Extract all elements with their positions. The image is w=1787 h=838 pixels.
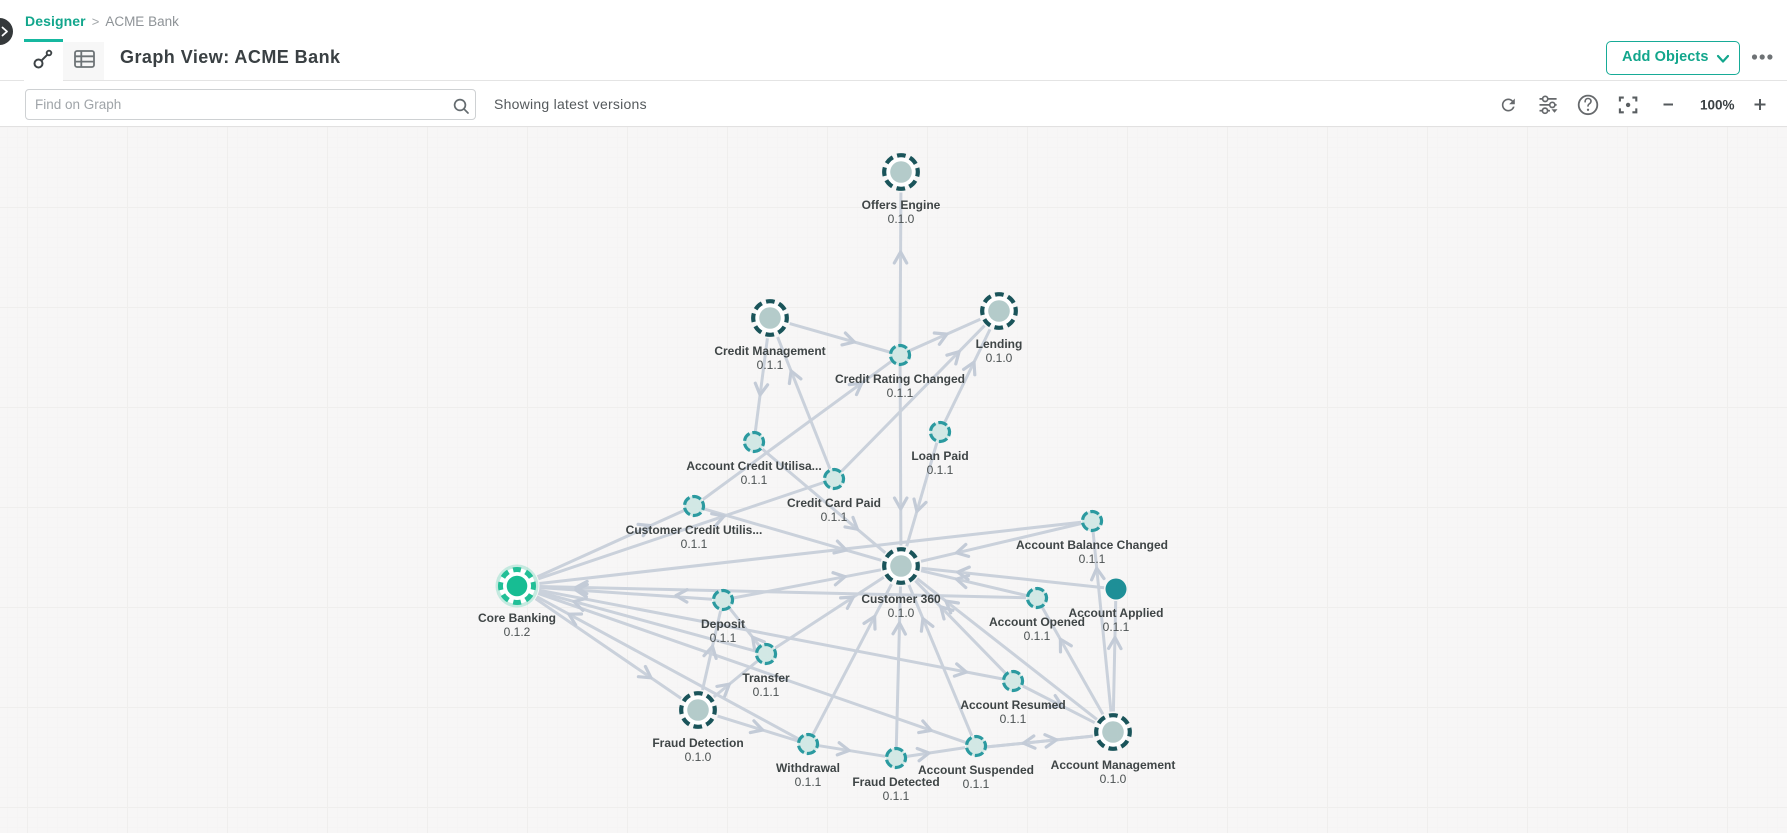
svg-text:Account Resumed: Account Resumed: [960, 698, 1065, 712]
svg-text:0.1.1: 0.1.1: [757, 358, 784, 372]
svg-text:0.1.1: 0.1.1: [710, 631, 737, 645]
svg-text:0.1.1: 0.1.1: [753, 685, 780, 699]
svg-text:Transfer: Transfer: [742, 671, 790, 685]
svg-text:Core Banking: Core Banking: [478, 611, 556, 625]
svg-text:0.1.1: 0.1.1: [883, 789, 910, 803]
svg-text:Withdrawal: Withdrawal: [776, 761, 840, 775]
svg-text:0.1.2: 0.1.2: [504, 625, 531, 639]
svg-text:Customer 360: Customer 360: [861, 592, 941, 606]
svg-text:Loan Paid: Loan Paid: [911, 449, 968, 463]
svg-text:Credit Rating Changed: Credit Rating Changed: [835, 372, 965, 386]
svg-text:Credit Card Paid: Credit Card Paid: [787, 496, 881, 510]
svg-text:0.1.0: 0.1.0: [986, 351, 1013, 365]
svg-text:0.1.1: 0.1.1: [741, 473, 768, 487]
svg-text:0.1.1: 0.1.1: [1103, 620, 1130, 634]
svg-text:Account Applied: Account Applied: [1069, 606, 1164, 620]
svg-text:Account Credit Utilisa...: Account Credit Utilisa...: [686, 459, 821, 473]
svg-text:Credit Management: Credit Management: [714, 344, 825, 358]
svg-text:Lending: Lending: [976, 337, 1023, 351]
svg-text:Account Management: Account Management: [1051, 758, 1176, 772]
svg-text:Fraud Detected: Fraud Detected: [852, 775, 939, 789]
svg-text:Account Balance Changed: Account Balance Changed: [1016, 538, 1168, 552]
svg-text:Customer Credit Utilis...: Customer Credit Utilis...: [626, 523, 763, 537]
svg-text:0.1.1: 0.1.1: [681, 537, 708, 551]
svg-text:0.1.1: 0.1.1: [927, 463, 954, 477]
svg-text:Account Opened: Account Opened: [989, 615, 1085, 629]
svg-text:100%: 100%: [1700, 98, 1735, 113]
svg-text:0.1.0: 0.1.0: [888, 212, 915, 226]
svg-text:0.1.1: 0.1.1: [1000, 712, 1027, 726]
svg-text:Fraud Detection: Fraud Detection: [652, 736, 743, 750]
svg-text:0.1.0: 0.1.0: [1100, 772, 1127, 786]
svg-text:0.1.1: 0.1.1: [821, 510, 848, 524]
svg-text:Offers Engine: Offers Engine: [862, 198, 941, 212]
svg-text:0.1.0: 0.1.0: [685, 750, 712, 764]
svg-text:0.1.1: 0.1.1: [887, 386, 914, 400]
svg-text:0.1.1: 0.1.1: [963, 777, 990, 791]
svg-text:Account Suspended: Account Suspended: [918, 763, 1034, 777]
svg-text:0.1.0: 0.1.0: [888, 606, 915, 620]
svg-text:0.1.1: 0.1.1: [1079, 552, 1106, 566]
svg-text:0.1.1: 0.1.1: [795, 775, 822, 789]
svg-text:Deposit: Deposit: [701, 617, 745, 631]
svg-text:0.1.1: 0.1.1: [1024, 629, 1051, 643]
